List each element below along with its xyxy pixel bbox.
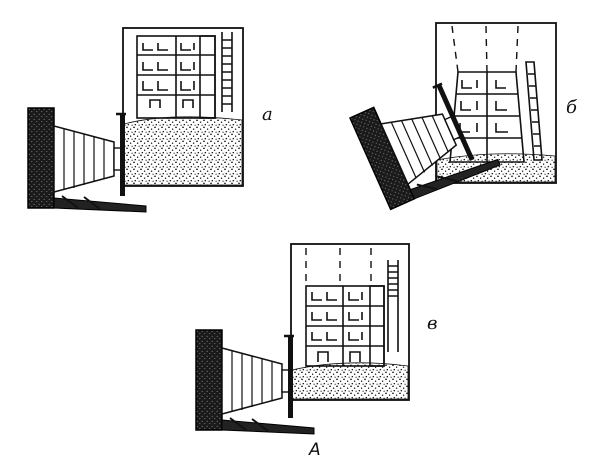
panel-label-a: а: [262, 104, 273, 125]
figure-caption: A: [308, 440, 321, 460]
ground-a: [123, 116, 243, 186]
parallel-lines-v: [305, 248, 372, 286]
ground-v: [291, 362, 409, 400]
panel-label-v: в: [427, 313, 437, 334]
panel-v: в: [194, 243, 437, 436]
panel-b: б: [348, 22, 578, 215]
panel-a: а: [26, 27, 273, 214]
panel-label-b: б: [566, 97, 578, 118]
